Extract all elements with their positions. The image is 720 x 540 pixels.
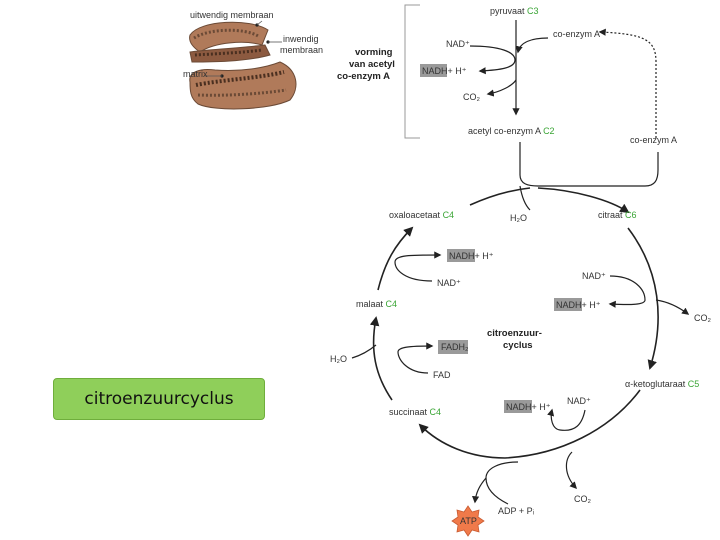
co2-right-label: CO₂	[694, 313, 712, 323]
acetyl-section-label-2: van acetyl	[349, 59, 395, 70]
mitochondrion-illustration	[189, 20, 297, 110]
atp-arrow	[471, 477, 487, 504]
nadh-box-1	[447, 249, 475, 262]
fadh2-label: FADH₂	[441, 342, 469, 352]
acetyl-nadh-label: NADH+ H⁺	[422, 66, 467, 76]
coenzyme-a-out-label: co-enzym A	[630, 135, 677, 145]
cycle-arc-citrate	[537, 187, 630, 214]
cycle-center-label-2: cyclus	[503, 340, 533, 351]
malate-label: malaat C4	[356, 299, 397, 309]
inner-membrane-label-2: membraan	[280, 45, 323, 55]
acetyl-co2-label: CO₂	[463, 92, 481, 102]
acetyl-coa-label: acetyl co-enzym A C2	[468, 126, 555, 136]
adp-arrow	[485, 461, 519, 505]
acetyl-section-label-3: co-enzym A	[337, 71, 390, 82]
nad-label-1: NAD⁺	[437, 278, 461, 288]
acetyl-section-bracket	[404, 4, 420, 139]
coenzyme-a-in-label: co-enzym A	[553, 29, 600, 39]
fadh2-arrow	[397, 342, 434, 374]
water-top-label: H₂O	[510, 213, 527, 223]
co2-bottom-arrow	[565, 451, 577, 490]
nad-label-3: NAD⁺	[567, 396, 591, 406]
cycle-center-label-1: citroenzuur-	[487, 328, 542, 339]
cycle-arc-succinate	[418, 389, 641, 459]
matrix-label: matrix	[183, 69, 208, 79]
title-box: citroenzuurcyclus	[53, 378, 265, 420]
outer-membrane-label: uitwendig membraan	[190, 10, 274, 20]
nadh-box-2	[554, 298, 582, 311]
cycle-arc-oxaloacetate	[377, 226, 414, 291]
cycle-arc-top	[469, 187, 531, 206]
water-top-arrow	[519, 185, 531, 211]
pyruvate-label: pyruvaat C3	[490, 6, 539, 16]
nadh-2-arrow	[608, 275, 646, 308]
atp-label: ATP	[460, 516, 477, 526]
cycle-arc-ketoglutarate	[627, 227, 659, 370]
acetyl-arrows	[469, 20, 659, 187]
nadh-label-2: NADH+ H⁺	[556, 300, 601, 310]
inner-membrane-label-1: inwendig	[283, 34, 319, 44]
nadh-label-1: NADH+ H⁺	[449, 251, 494, 261]
succinate-label: succinaat C4	[389, 407, 441, 417]
acetyl-nadh-box	[420, 64, 447, 77]
nad-label-2: NAD⁺	[582, 271, 606, 281]
nadh-box-3	[504, 400, 532, 413]
fad-label: FAD	[433, 370, 451, 380]
nadh-3-arrow	[547, 408, 586, 431]
adp-label: ADP + Pᵢ	[498, 506, 534, 516]
cycle-arc-malate	[369, 316, 393, 401]
fadh2-box	[438, 340, 468, 354]
nadh-1-arrow	[394, 251, 442, 282]
nadh-label-3: NADH+ H⁺	[506, 402, 551, 412]
co2-bottom-label: CO₂	[574, 494, 592, 504]
oxaloacetate-label: oxaloacetaat C4	[389, 210, 454, 220]
co2-right-arrow	[655, 299, 690, 315]
water-left-arrow	[351, 344, 377, 359]
atp-star	[451, 505, 485, 537]
acetyl-nad-label: NAD⁺	[446, 39, 470, 49]
water-left-label: H₂O	[330, 354, 347, 364]
acetyl-section-label-1: vorming	[355, 47, 393, 58]
citrate-label: citraat C6	[598, 210, 637, 220]
ketoglutarate-label: α-ketoglutaraat C5	[625, 379, 699, 389]
